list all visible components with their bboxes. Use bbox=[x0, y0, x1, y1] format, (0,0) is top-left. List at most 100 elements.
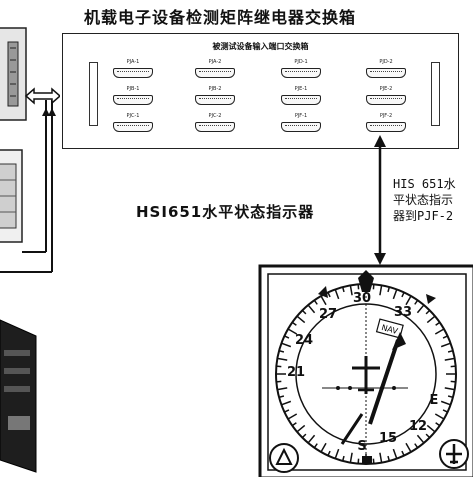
compass-tick bbox=[281, 342, 292, 348]
compass-tick bbox=[313, 299, 318, 305]
index-marker bbox=[318, 286, 328, 298]
connector-pjc-2: PJC-2 bbox=[195, 113, 235, 134]
compass-tick bbox=[301, 309, 307, 315]
heading-30: 30 bbox=[353, 291, 371, 306]
compass-tick bbox=[327, 450, 331, 456]
connector-label: PJB-1 bbox=[126, 86, 140, 92]
compass-tick bbox=[349, 285, 353, 296]
compass-tick bbox=[392, 289, 398, 300]
heading-21: 21 bbox=[287, 365, 305, 380]
compass-tick bbox=[334, 289, 340, 300]
connector-pjf-2: PJF-2 bbox=[366, 113, 406, 134]
compass-tick bbox=[341, 455, 345, 462]
compass-tick bbox=[401, 292, 405, 298]
compass-tick bbox=[327, 292, 331, 298]
compass-tick bbox=[414, 299, 419, 305]
connector-label: PJC-2 bbox=[208, 113, 222, 119]
connector-label: PJB-2 bbox=[208, 86, 222, 92]
compass-tick bbox=[291, 321, 297, 326]
connector-pjb-2: PJB-2 bbox=[195, 86, 235, 107]
course-pointer-head bbox=[392, 332, 406, 350]
nav-badge bbox=[375, 318, 404, 339]
heading-s: S bbox=[357, 439, 366, 454]
compass-tick bbox=[307, 434, 316, 444]
course-pointer-tail bbox=[340, 413, 364, 445]
heading-numerals: 30 33 27 24 21 E 12 15 S bbox=[287, 291, 438, 454]
compass-tick bbox=[301, 433, 307, 439]
compass-tick bbox=[281, 400, 292, 406]
compass-tick bbox=[426, 315, 436, 324]
top-device bbox=[0, 27, 27, 121]
connector-label: PJD-1 bbox=[294, 59, 308, 65]
double-arrow bbox=[24, 87, 60, 105]
compass-tick bbox=[434, 413, 445, 420]
connector-label: PJD-2 bbox=[379, 59, 393, 65]
compass-tick bbox=[296, 424, 306, 433]
bottom-marker bbox=[362, 456, 372, 464]
connector-pjc-1: PJC-1 bbox=[113, 113, 153, 134]
heading-24: 24 bbox=[295, 333, 313, 348]
compass-tick bbox=[296, 315, 306, 324]
compass-tick bbox=[334, 448, 340, 459]
compass-tick bbox=[379, 452, 383, 463]
compass-tick bbox=[320, 295, 327, 306]
compass-tick bbox=[277, 357, 288, 361]
compass-tick bbox=[349, 452, 353, 463]
compass-tick bbox=[320, 442, 327, 453]
compass-tick bbox=[291, 422, 297, 427]
connector-pje-2: PJE-2 bbox=[366, 86, 406, 107]
left-equipment bbox=[0, 27, 60, 473]
connector-pje-1: PJE-1 bbox=[281, 86, 321, 107]
compass-tick bbox=[447, 395, 454, 399]
link-arrow bbox=[374, 135, 386, 265]
compass-tick bbox=[387, 455, 391, 462]
compass-tick bbox=[307, 304, 316, 314]
connector-pja-1: PJA-1 bbox=[113, 59, 153, 80]
heading-15: 15 bbox=[379, 431, 397, 446]
compass-tick bbox=[379, 285, 383, 296]
connector-label: PJE-2 bbox=[379, 86, 393, 92]
heading-knob-icon bbox=[275, 447, 293, 465]
link-note: HIS 651水 平状态指示 器到PJF-2 bbox=[393, 176, 473, 224]
compass-tick bbox=[416, 434, 425, 444]
compass-tick bbox=[416, 304, 425, 314]
instrument-label: HSI651水平状态指示器 bbox=[136, 203, 315, 221]
compass-tick bbox=[313, 443, 318, 449]
compass-tick bbox=[284, 335, 290, 339]
compass-tick bbox=[440, 400, 451, 406]
compass-tick bbox=[442, 335, 448, 339]
connector-label: PJC-1 bbox=[126, 113, 140, 119]
compass-tick bbox=[405, 442, 412, 453]
connector-label: PJE-1 bbox=[294, 86, 308, 92]
heading-27: 27 bbox=[319, 307, 337, 322]
heading-12: 12 bbox=[409, 419, 427, 434]
compass-tick bbox=[425, 433, 431, 439]
link-note-line: 平状态指示 bbox=[393, 193, 454, 207]
arrow-up-head-2 bbox=[48, 108, 56, 116]
lubber-marker bbox=[358, 270, 374, 292]
compass-tick bbox=[426, 424, 436, 433]
arrow-up-head bbox=[42, 108, 50, 116]
connector-label: PJA-1 bbox=[126, 59, 140, 65]
compass-tick bbox=[435, 321, 441, 326]
compass-tick bbox=[287, 413, 298, 420]
connector-label: PJF-2 bbox=[379, 113, 393, 119]
link-note-line: HIS 651水 bbox=[393, 177, 456, 191]
compass-tick bbox=[278, 349, 285, 353]
hsi-instrument: 30 33 27 24 21 E 12 15 S NAV bbox=[258, 264, 473, 477]
compass-tick bbox=[414, 443, 419, 449]
connector-pjf-1: PJF-1 bbox=[281, 113, 321, 134]
compass-tick bbox=[392, 448, 398, 459]
index-marker-right bbox=[426, 294, 436, 304]
compass-tick bbox=[284, 409, 290, 413]
nav-badge-label: NAV bbox=[381, 323, 400, 336]
compass-tick bbox=[341, 286, 345, 293]
compass-tick bbox=[435, 422, 441, 427]
panel-slot-left bbox=[89, 62, 98, 126]
compass-tick bbox=[277, 387, 288, 391]
link-note-line: 器到PJF-2 bbox=[393, 209, 454, 223]
course-pointer bbox=[368, 339, 400, 425]
middle-device bbox=[0, 149, 23, 243]
switch-box-panel: 被测试设备输入端口交换箱 PJA-1 PJA-2 PJD-1 PJD-2 PJB… bbox=[62, 33, 459, 149]
compass-tick bbox=[287, 328, 298, 335]
